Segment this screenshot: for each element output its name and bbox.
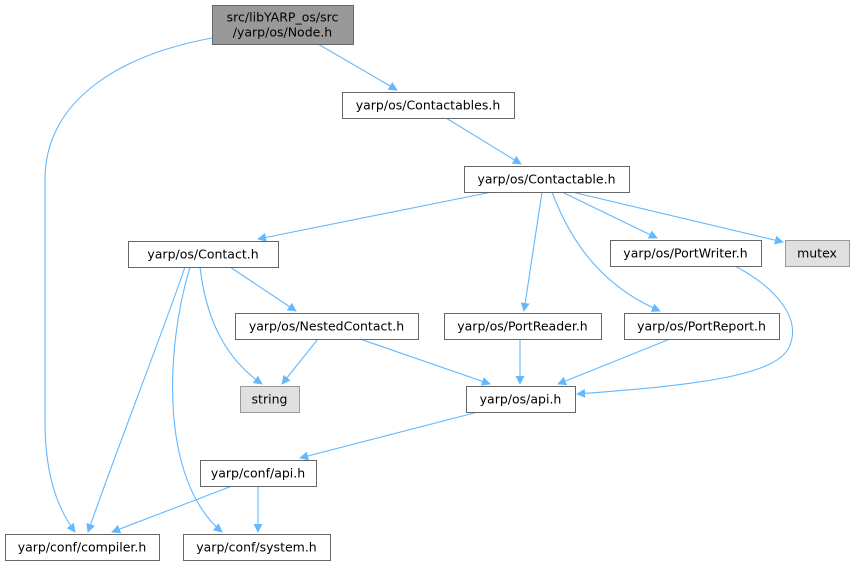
edge-contact-to-compiler (86, 266, 186, 533)
node-label: yarp/os/PortReport.h (637, 319, 766, 334)
node-box (464, 166, 630, 193)
nodes-layer: src/libYARP_os/src/yarp/os/Node.h yarp/os… (5, 5, 850, 561)
edge-portreport-to-osapi (557, 338, 671, 386)
node-label: mutex (797, 246, 837, 261)
node-box (5, 534, 160, 561)
node-box (624, 313, 780, 340)
node-label: yarp/os/Contactables.h (356, 98, 501, 113)
node-contact[interactable]: yarp/os/Contact.h (128, 241, 279, 268)
edge-contact-to-nestedcontact (229, 266, 297, 312)
node-label: yarp/os/PortReader.h (457, 319, 587, 334)
node-label: yarp/os/Contact.h (147, 247, 258, 262)
edge-contactable-to-portreader (520, 191, 543, 312)
node-box (183, 534, 331, 561)
node-label: yarp/os/NestedContact.h (249, 319, 404, 334)
edge-contactable-to-contact (257, 191, 493, 242)
node-box (212, 5, 354, 45)
edge-osapi-to-confapi (299, 411, 479, 461)
node-box (342, 92, 515, 119)
node-box (610, 240, 762, 267)
node-label: yarp/os/PortWriter.h (623, 246, 747, 261)
edge-contactable-to-portreport (551, 191, 661, 312)
node-label: yarp/conf/api.h (211, 466, 305, 481)
node-box (235, 313, 419, 340)
edge-nestedcontact-to-string (281, 338, 319, 385)
node-nestedcontact[interactable]: yarp/os/NestedContact.h (235, 313, 419, 340)
edge-contactables-to-contactable (445, 117, 522, 165)
edge-confapi-to-compiler (111, 485, 233, 534)
node-label: yarp/conf/compiler.h (18, 540, 147, 555)
edge-contactable-to-portwriter (561, 191, 658, 239)
node-confapi[interactable]: yarp/conf/api.h (200, 460, 317, 487)
node-osapi[interactable]: yarp/os/api.h (466, 386, 576, 413)
node-label: string (252, 392, 288, 407)
node-mutex: mutex (785, 240, 850, 267)
node-label: yarp/conf/system.h (196, 540, 316, 555)
node-label: /yarp/os/Node.h (233, 25, 332, 40)
node-portreport[interactable]: yarp/os/PortReport.h (624, 313, 780, 340)
node-portreader[interactable]: yarp/os/PortReader.h (444, 313, 602, 340)
edge-root-to-compiler (44, 37, 213, 533)
node-root: src/libYARP_os/src/yarp/os/Node.h (212, 5, 354, 45)
node-label: yarp/os/Contactable.h (477, 172, 615, 187)
node-contactable[interactable]: yarp/os/Contactable.h (464, 166, 630, 193)
node-contactables[interactable]: yarp/os/Contactables.h (342, 92, 515, 119)
node-system[interactable]: yarp/conf/system.h (183, 534, 331, 561)
node-box (785, 240, 850, 267)
edge-contactable-to-mutex (571, 191, 784, 245)
node-portwriter[interactable]: yarp/os/PortWriter.h (610, 240, 762, 267)
node-box (444, 313, 602, 340)
node-string: string (240, 386, 300, 413)
node-box (466, 386, 576, 413)
edge-portwriter-to-osapi (576, 265, 794, 398)
edge-root-to-contactables (317, 43, 398, 91)
edge-contact-to-string (199, 266, 263, 385)
node-box (200, 460, 317, 487)
edges-layer (44, 37, 794, 534)
node-box (128, 241, 279, 268)
node-label: src/libYARP_os/src (227, 10, 339, 25)
node-compiler[interactable]: yarp/conf/compiler.h (5, 534, 160, 561)
edge-nestedcontact-to-osapi (359, 338, 491, 386)
node-box (240, 386, 300, 413)
node-label: yarp/os/api.h (480, 392, 562, 407)
edge-contact-to-system (172, 266, 223, 533)
